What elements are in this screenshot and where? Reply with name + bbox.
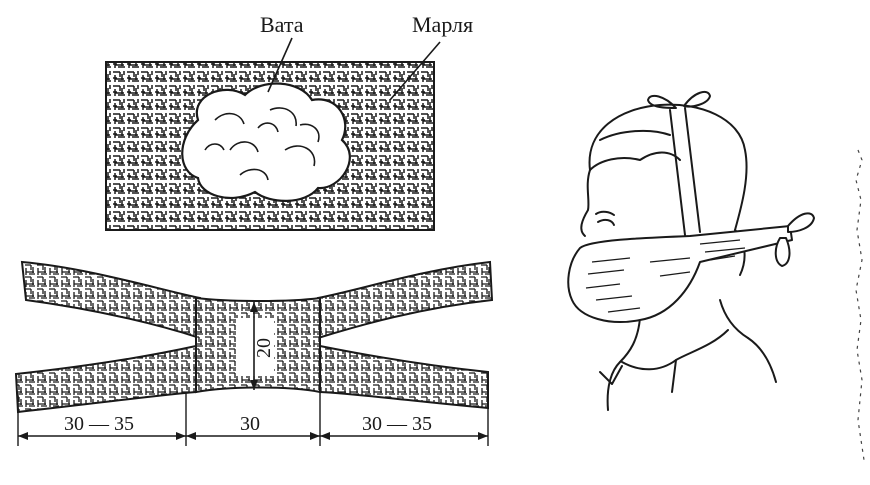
mask-on-face — [568, 213, 814, 322]
cotton-label: Вата — [260, 12, 304, 37]
center-length: 30 — [240, 413, 260, 435]
gauze-label: Марля — [412, 12, 473, 37]
scan-edge — [856, 150, 864, 460]
left-tail-length: 30 — 35 — [64, 413, 134, 435]
height-value: 20 — [253, 338, 275, 358]
cotton-pad — [182, 84, 350, 201]
right-tail-length: 30 — 35 — [362, 413, 432, 435]
